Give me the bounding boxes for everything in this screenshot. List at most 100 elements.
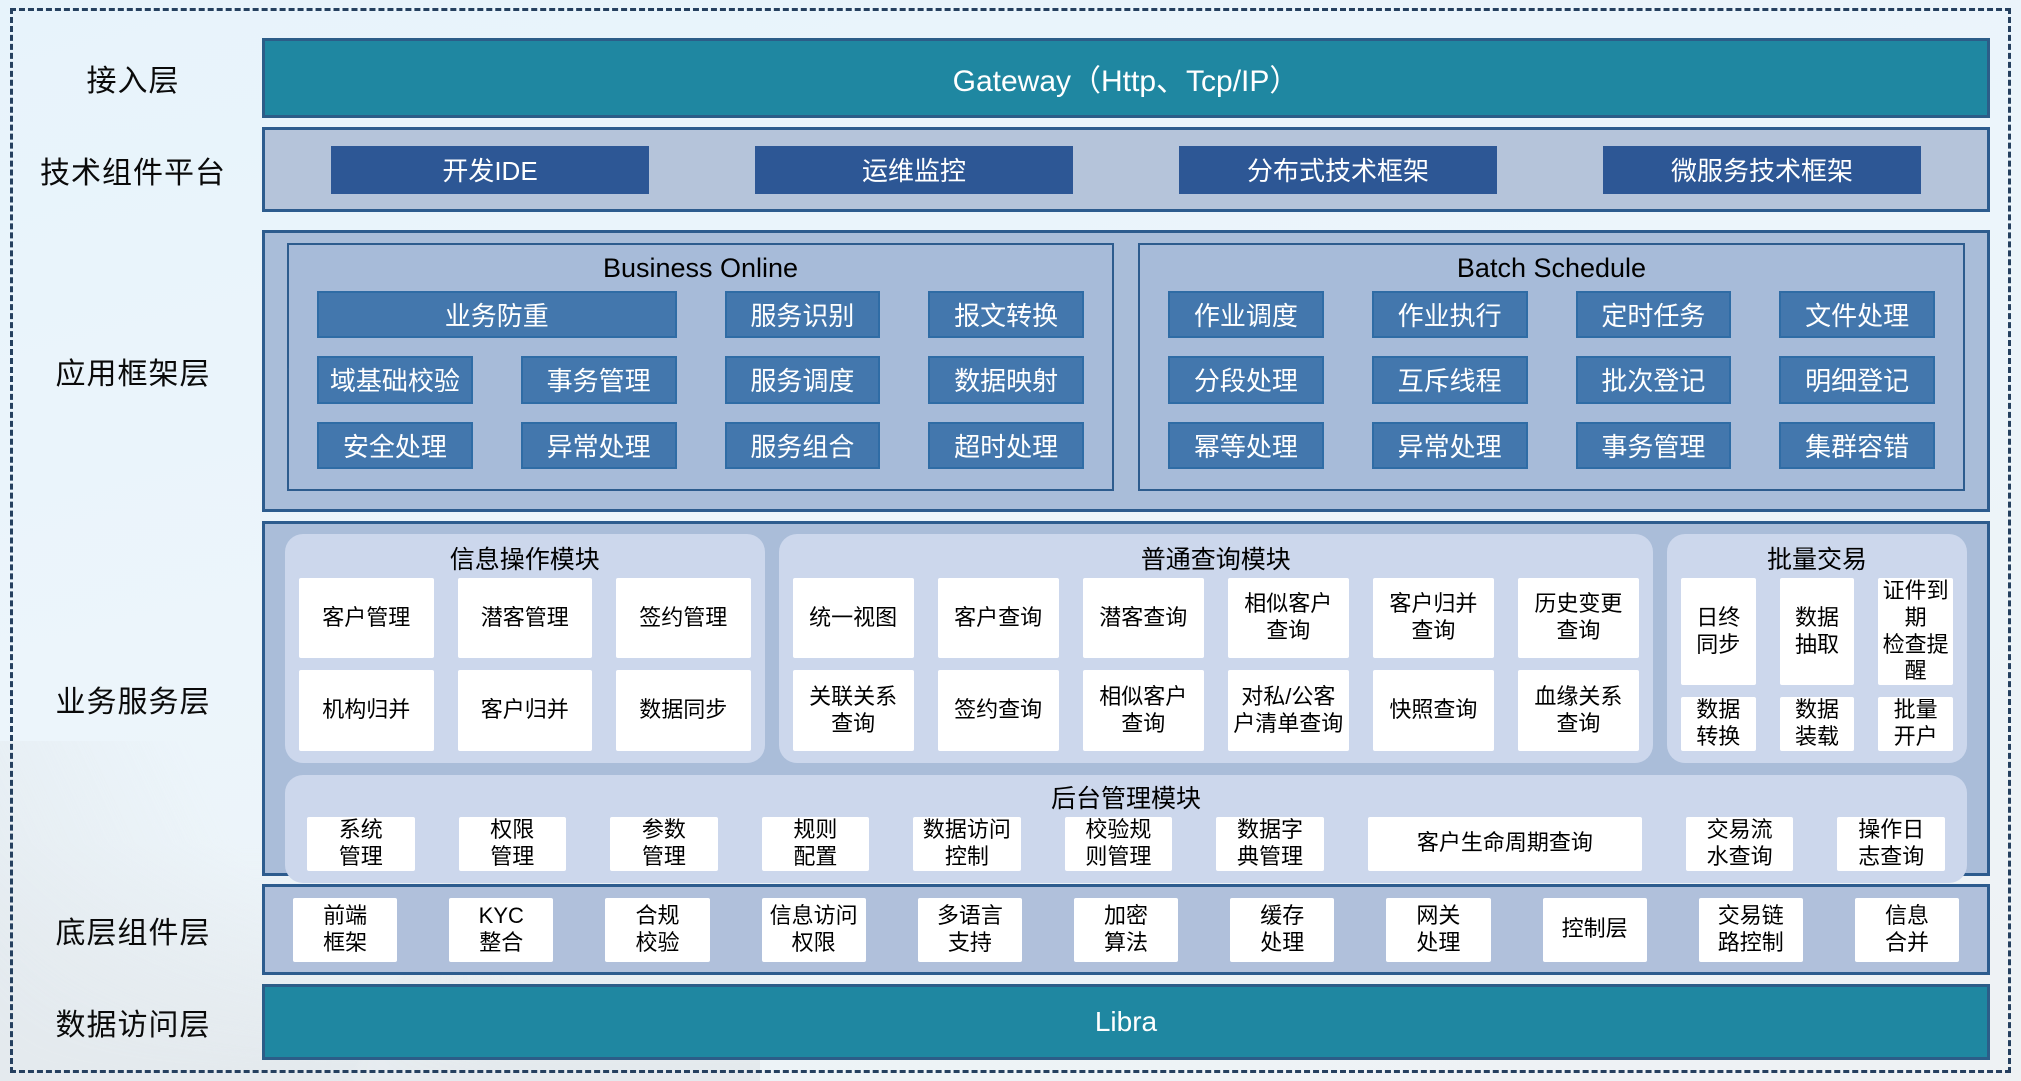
app-block: 异常处理 — [1371, 421, 1528, 469]
module-common-query: 普通查询模块 统一视图 客户查询 潜客查询 相似客户 查询 客户归并 查询 历史… — [778, 534, 1653, 763]
panel-title: Business Online — [602, 252, 799, 283]
app-block: 域基础校验 — [317, 356, 473, 404]
layer-label-business-service: 业务服务层 — [55, 685, 211, 719]
service-card: 对私/公客 户清单查询 — [1227, 670, 1349, 751]
service-card: 潜客管理 — [457, 578, 593, 659]
module-title: 信息操作模块 — [449, 546, 600, 574]
service-card: 机构归并 — [299, 670, 434, 751]
service-card: 日终 同步 — [1680, 578, 1756, 686]
panel-business-online: Business Online 业务防重 服务识别 报文转换 域基础校验 事务管… — [287, 243, 1114, 491]
service-card: 规则 配置 — [761, 816, 870, 871]
service-card: 参数 管理 — [610, 816, 718, 871]
app-block: 明细登记 — [1779, 356, 1935, 404]
panel-grid: 业务防重 服务识别 报文转换 域基础校验 事务管理 服务调度 数据映射 安全处理… — [289, 291, 1112, 489]
app-block: 批次登记 — [1575, 356, 1732, 404]
business-service-band: 信息操作模块 客户管理 潜客管理 签约管理 机构归并 客户归并 数据同步 普通查… — [262, 521, 1990, 883]
service-card: 相似客户 查询 — [1227, 578, 1349, 659]
app-block: 分段处理 — [1168, 356, 1324, 404]
base-card: 信息访问 权限 — [761, 897, 866, 962]
service-card: 数据 装载 — [1779, 697, 1855, 751]
panel-title: Batch Schedule — [1456, 252, 1647, 283]
base-card: 控制层 — [1542, 897, 1647, 962]
base-card: KYC 整合 — [449, 897, 554, 962]
base-card: 缓存 处理 — [1230, 897, 1335, 962]
service-modules-row: 信息操作模块 客户管理 潜客管理 签约管理 机构归并 客户归并 数据同步 普通查… — [285, 534, 1968, 763]
service-card: 历史变更 查询 — [1517, 578, 1639, 659]
module-title: 普通查询模块 — [1140, 546, 1291, 574]
libra-bar: Libra — [262, 984, 1990, 1060]
service-card: 潜客查询 — [1082, 578, 1204, 659]
module-backend-admin: 后台管理模块 系统 管理 权限 管理 参数 管理 规则 配置 数据访问 控制 校… — [285, 774, 1967, 883]
layer-label-tech: 技术组件平台 — [40, 156, 226, 190]
tech-platform-band: 开发IDE 运维监控 分布式技术框架 微服务技术框架 — [262, 127, 1990, 212]
service-card: 签约管理 — [616, 578, 751, 659]
panel-batch-schedule: Batch Schedule 作业调度 作业执行 定时任务 文件处理 分段处理 … — [1138, 243, 1965, 491]
app-block: 定时任务 — [1575, 291, 1732, 339]
module-grid: 系统 管理 权限 管理 参数 管理 规则 配置 数据访问 控制 校验规 则管理 … — [299, 816, 1953, 871]
app-block: 作业调度 — [1168, 291, 1324, 339]
app-block: 集群容错 — [1779, 421, 1935, 469]
service-card: 证件到期 检查提醒 — [1878, 578, 1954, 686]
app-block: 事务管理 — [520, 356, 677, 404]
service-card: 权限 管理 — [458, 816, 567, 871]
gateway-bar: Gateway（Http、Tcp/IP） — [262, 38, 1990, 118]
module-grid: 客户管理 潜客管理 签约管理 机构归并 客户归并 数据同步 — [299, 578, 751, 751]
app-block: 作业执行 — [1371, 291, 1528, 339]
service-card: 快照查询 — [1372, 670, 1494, 751]
tech-item-distributed-framework: 分布式技术框架 — [1179, 145, 1497, 194]
service-card: 血缘关系 查询 — [1517, 670, 1639, 751]
base-card: 合规 校验 — [605, 897, 710, 962]
tech-item-dev-ide: 开发IDE — [331, 145, 649, 194]
service-card: 数据 转换 — [1680, 697, 1756, 751]
module-info-operation: 信息操作模块 客户管理 潜客管理 签约管理 机构归并 客户归并 数据同步 — [285, 534, 765, 763]
layer-label-base-components: 底层组件层 — [55, 916, 211, 950]
tech-item-microservice-framework: 微服务技术框架 — [1603, 145, 1921, 194]
app-block: 服务调度 — [724, 356, 881, 404]
service-card: 相似客户 查询 — [1082, 670, 1204, 751]
module-title: 后台管理模块 — [1050, 784, 1201, 813]
module-title: 批量交易 — [1766, 546, 1867, 574]
base-card: 网关 处理 — [1386, 897, 1491, 962]
service-card: 数据 抽取 — [1779, 578, 1855, 686]
app-block: 报文转换 — [928, 291, 1084, 339]
service-card: 数据同步 — [616, 670, 751, 751]
module-grid: 日终 同步 数据 抽取 证件到期 检查提醒 数据 转换 数据 装载 批量 开户 — [1680, 578, 1954, 751]
service-card: 数据字 典管理 — [1216, 816, 1324, 871]
service-card: 客户查询 — [937, 578, 1059, 659]
module-batch-trade: 批量交易 日终 同步 数据 抽取 证件到期 检查提醒 数据 转换 数据 装载 批… — [1666, 534, 1968, 763]
service-card: 数据访问 控制 — [913, 816, 1021, 871]
app-block: 业务防重 — [317, 291, 677, 339]
service-card: 客户管理 — [299, 578, 434, 659]
base-card: 交易链 路控制 — [1698, 897, 1803, 962]
app-framework-band: Business Online 业务防重 服务识别 报文转换 域基础校验 事务管… — [262, 230, 1990, 512]
service-card: 交易流 水查询 — [1685, 816, 1794, 871]
app-block: 互斥线程 — [1371, 356, 1528, 404]
panel-grid: 作业调度 作业执行 定时任务 文件处理 分段处理 互斥线程 批次登记 明细登记 … — [1140, 291, 1963, 489]
app-block: 服务识别 — [724, 291, 881, 339]
service-card: 操作日 志查询 — [1837, 816, 1945, 871]
service-card: 客户生命周期查询 — [1367, 816, 1642, 871]
layer-label-data-access: 数据访问层 — [55, 1009, 211, 1042]
base-components-band: 前端 框架 KYC 整合 合规 校验 信息访问 权限 多语言 支持 加密 算法 … — [262, 884, 1990, 975]
app-block: 数据映射 — [928, 356, 1084, 404]
base-card: 前端 框架 — [293, 897, 398, 962]
app-block: 幂等处理 — [1168, 421, 1324, 469]
service-card: 系统 管理 — [307, 816, 415, 871]
module-grid: 统一视图 客户查询 潜客查询 相似客户 查询 客户归并 查询 历史变更 查询 关… — [792, 578, 1639, 751]
layer-label-access: 接入层 — [86, 65, 180, 98]
app-block: 超时处理 — [928, 421, 1084, 469]
base-card: 加密 算法 — [1073, 897, 1179, 962]
tech-item-ops-monitor: 运维监控 — [755, 145, 1073, 194]
service-card: 统一视图 — [792, 578, 914, 659]
app-block: 安全处理 — [317, 421, 473, 469]
service-card: 客户归并 查询 — [1372, 578, 1494, 659]
service-card: 批量 开户 — [1878, 697, 1954, 751]
service-card: 关联关系 查询 — [792, 670, 914, 751]
base-card: 信息 合并 — [1854, 897, 1960, 962]
app-block: 服务组合 — [724, 421, 881, 469]
app-block: 事务管理 — [1575, 421, 1732, 469]
layer-label-app-framework: 应用框架层 — [55, 358, 211, 391]
app-block: 异常处理 — [520, 421, 677, 469]
app-block: 文件处理 — [1779, 291, 1935, 339]
